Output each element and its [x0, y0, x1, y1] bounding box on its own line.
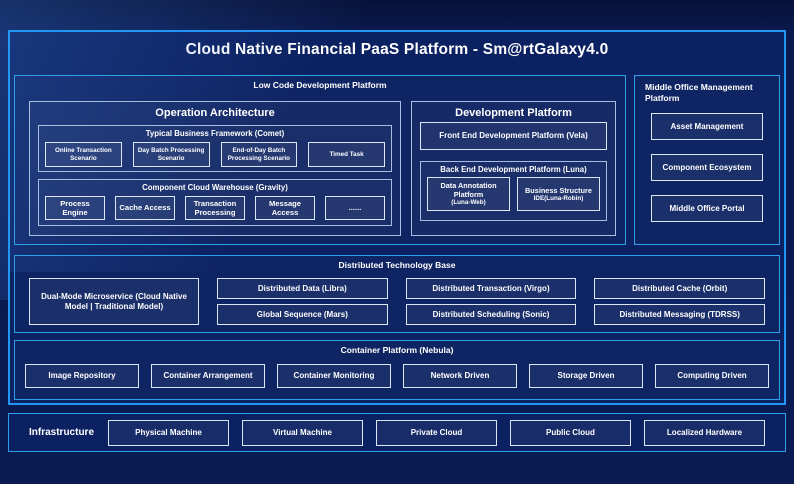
main-frame: Cloud Native Financial PaaS Platform - S…: [8, 30, 786, 405]
item-global-sequence: Global Sequence (Mars): [217, 304, 388, 325]
infrastructure-label: Infrastructure: [29, 427, 95, 438]
item-process-engine: Process Engine: [45, 196, 105, 220]
item-data-annotation-platform: Data Annotation Platform (Luna-Web): [427, 177, 510, 211]
item-component-ecosystem: Component Ecosystem: [651, 154, 763, 182]
item-middle-office-portal: Middle Office Portal: [651, 195, 763, 223]
distributed-items: Dual-Mode Microservice (Cloud Native Mod…: [15, 270, 779, 325]
container-platform-label: Container Platform (Nebula): [340, 345, 454, 355]
item-physical-machine: Physical Machine: [108, 419, 229, 446]
component-cloud-warehouse-label: Component Cloud Warehouse (Gravity): [142, 183, 288, 192]
distributed-column-3: Distributed Cache (Orbit) Distributed Me…: [594, 278, 766, 325]
development-platform-box: Development Platform Front End Developme…: [411, 101, 616, 236]
item-dual-mode-microservice: Dual-Mode Microservice (Cloud Native Mod…: [29, 278, 199, 325]
item-message-access: Message Access: [255, 196, 315, 220]
business-structure-ide-name: Business Structure: [525, 185, 592, 195]
item-ellipsis: ......: [325, 196, 385, 220]
back-end-items: Data Annotation Platform (Luna-Web) Busi…: [421, 174, 606, 211]
item-public-cloud: Public Cloud: [510, 419, 631, 446]
section-distributed-technology-base: Distributed Technology Base Dual-Mode Mi…: [14, 255, 780, 333]
item-business-structure-ide: Business Structure IDE(Luna-Robin): [517, 177, 600, 211]
data-annotation-platform-codename: (Luna-Web): [451, 199, 486, 207]
item-storage-driven: Storage Driven: [529, 364, 643, 388]
item-distributed-scheduling: Distributed Scheduling (Sonic): [405, 304, 577, 325]
data-annotation-platform-name: Data Annotation Platform: [440, 180, 497, 200]
item-localized-hardware: Localized Hardware: [644, 419, 765, 446]
back-end-development-platform-label: Back End Development Platform (Luna): [440, 165, 587, 174]
item-transaction-processing: Transaction Processing: [185, 196, 245, 220]
typical-business-framework-items: Online Transaction Scenario Day Batch Pr…: [39, 138, 391, 167]
component-cloud-warehouse-box: Component Cloud Warehouse (Gravity) Proc…: [38, 179, 392, 226]
section-infrastructure: Infrastructure Physical Machine Virtual …: [8, 413, 786, 452]
infrastructure-row: Infrastructure Physical Machine Virtual …: [9, 414, 785, 451]
item-end-of-day-batch-processing-scenario: End-of-Day Batch Processing Scenario: [220, 142, 298, 167]
low-code-platform-label: Low Code Development Platform: [253, 80, 387, 90]
section-middle-office-management-platform: Middle Office Management Platform Asset …: [634, 75, 780, 245]
section-low-code-development-platform: Low Code Development Platform Operation …: [14, 75, 626, 245]
distributed-column-1: Distributed Data (Libra) Global Sequence…: [217, 278, 388, 325]
operation-architecture-title: Operation Architecture: [155, 107, 275, 119]
distributed-technology-base-label: Distributed Technology Base: [338, 260, 456, 270]
section-container-platform: Container Platform (Nebula) Image Reposi…: [14, 340, 780, 400]
item-image-repository: Image Repository: [25, 364, 139, 388]
middle-office-label: Middle Office Management Platform: [645, 82, 753, 104]
item-distributed-data: Distributed Data (Libra): [217, 278, 388, 299]
item-cache-access: Cache Access: [115, 196, 175, 220]
container-platform-items: Image Repository Container Arrangement C…: [15, 355, 779, 388]
distributed-column-2: Distributed Transaction (Virgo) Distribu…: [405, 278, 577, 325]
middle-office-items: Asset Management Component Ecosystem Mid…: [651, 113, 763, 223]
item-timed-task: Timed Task: [308, 142, 385, 167]
item-computing-driven: Computing Driven: [655, 364, 769, 388]
page-title: Cloud Native Financial PaaS Platform - S…: [185, 41, 609, 58]
item-container-arrangement: Container Arrangement: [151, 364, 265, 388]
item-day-batch-processing-scenario: Day Batch Processing Scenario: [132, 142, 210, 167]
item-online-transaction-scenario: Online Transaction Scenario: [45, 142, 122, 167]
development-platform-title: Development Platform: [455, 107, 572, 119]
item-distributed-cache: Distributed Cache (Orbit): [594, 278, 766, 299]
operation-architecture-box: Operation Architecture Typical Business …: [29, 101, 401, 236]
item-front-end-development-platform: Front End Development Platform (Vela): [420, 122, 607, 150]
business-structure-ide-codename: IDE(Luna-Robin): [533, 194, 584, 202]
item-distributed-messaging: Distributed Messaging (TDRSS): [594, 304, 766, 325]
back-end-development-platform-box: Back End Development Platform (Luna) Dat…: [420, 161, 607, 221]
item-container-monitoring: Container Monitoring: [277, 364, 391, 388]
typical-business-framework-label: Typical Business Framework (Comet): [145, 129, 285, 138]
typical-business-framework-box: Typical Business Framework (Comet) Onlin…: [38, 125, 392, 172]
component-cloud-warehouse-items: Process Engine Cache Access Transaction …: [39, 192, 391, 220]
item-private-cloud: Private Cloud: [376, 419, 497, 446]
item-asset-management: Asset Management: [651, 113, 763, 141]
item-distributed-transaction: Distributed Transaction (Virgo): [405, 278, 577, 299]
item-network-driven: Network Driven: [403, 364, 517, 388]
item-virtual-machine: Virtual Machine: [242, 419, 363, 446]
